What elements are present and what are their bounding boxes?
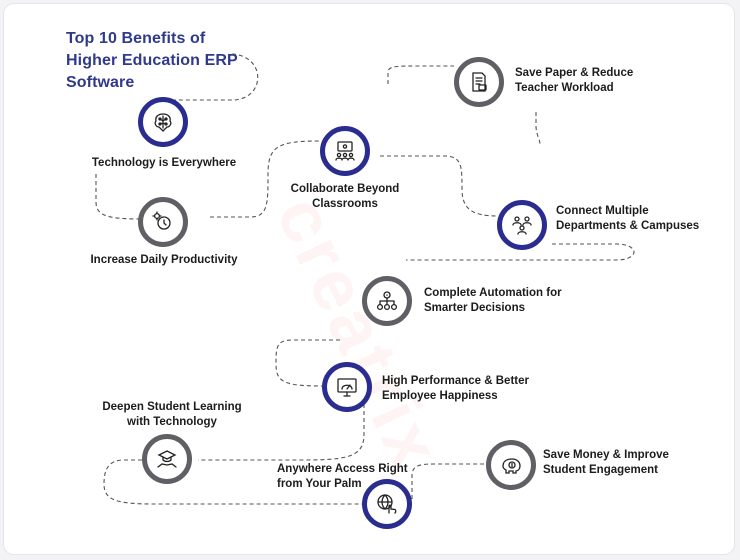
connector-learning-anywhere bbox=[103, 459, 362, 505]
speedometer-monitor-icon bbox=[337, 378, 357, 397]
benefit-learning-label: Deepen Student Learning with Technology bbox=[102, 401, 242, 428]
benefit-productivity-node bbox=[138, 197, 188, 247]
document-icon bbox=[472, 72, 487, 92]
connector-performance-learning bbox=[198, 404, 365, 461]
piggy-bank-icon bbox=[502, 458, 521, 474]
benefit-connect-node bbox=[497, 200, 547, 250]
benefit-anywhere-label: Anywhere Access Right from Your Palm bbox=[277, 463, 408, 490]
connector-automation-performance bbox=[275, 339, 340, 387]
connector-savepaper-collaborate bbox=[535, 112, 541, 145]
benefit-technology-node bbox=[138, 97, 188, 147]
connector-top-savepaper bbox=[387, 65, 454, 84]
benefit-performance-node bbox=[322, 362, 372, 412]
benefit-save-paper-node bbox=[454, 57, 504, 107]
classroom-presentation-icon bbox=[335, 141, 355, 161]
connector-technology-productivity bbox=[95, 174, 143, 220]
gear-clock-icon bbox=[152, 211, 171, 230]
infographic-card: creatrix Top 10 Benefits of Higher Educa… bbox=[4, 4, 734, 554]
benefit-save-paper-label: Save Paper & Reduce Teacher Workload bbox=[515, 67, 634, 94]
benefit-collaborate-node bbox=[320, 126, 370, 176]
connector-anywhere-savemoney bbox=[411, 463, 484, 499]
benefit-technology-label: Technology is Everywhere bbox=[91, 157, 237, 169]
network-people-icon bbox=[512, 216, 532, 235]
connector-connect-automation bbox=[406, 243, 635, 261]
graduation-hand-icon bbox=[157, 450, 177, 468]
title-line-2: Higher Education ERP bbox=[66, 52, 238, 69]
workflow-icon bbox=[376, 291, 398, 311]
benefit-anywhere-node bbox=[362, 479, 412, 529]
benefit-save-money-node bbox=[486, 440, 536, 490]
connector-productivity-collaborate bbox=[210, 140, 321, 218]
benefit-collaborate-label: Collaborate Beyond Classrooms bbox=[290, 183, 400, 210]
benefit-save-money-label: Save Money & Improve Student Engagement bbox=[543, 449, 669, 476]
benefit-productivity-label: Increase Daily Productivity bbox=[90, 254, 238, 266]
connector-collaborate-connect bbox=[380, 155, 499, 217]
connector-lines bbox=[95, 53, 635, 505]
benefit-automation-node bbox=[362, 276, 412, 326]
page-title: Top 10 Benefits of Higher Education ERP … bbox=[66, 28, 238, 94]
globe-hand-icon bbox=[377, 494, 397, 514]
benefit-learning-node bbox=[142, 434, 192, 484]
connector-title-technology bbox=[169, 53, 259, 101]
title-line-3: Software bbox=[66, 74, 135, 91]
title-line-1: Top 10 Benefits of bbox=[66, 30, 206, 47]
brain-circuit-icon bbox=[154, 113, 172, 132]
benefit-automation-label: Complete Automation for Smarter Decision… bbox=[424, 287, 562, 314]
benefit-performance-label: High Performance & Better Employee Happi… bbox=[382, 375, 529, 402]
benefit-connect-label: Connect Multiple Departments & Campuses bbox=[556, 205, 700, 232]
